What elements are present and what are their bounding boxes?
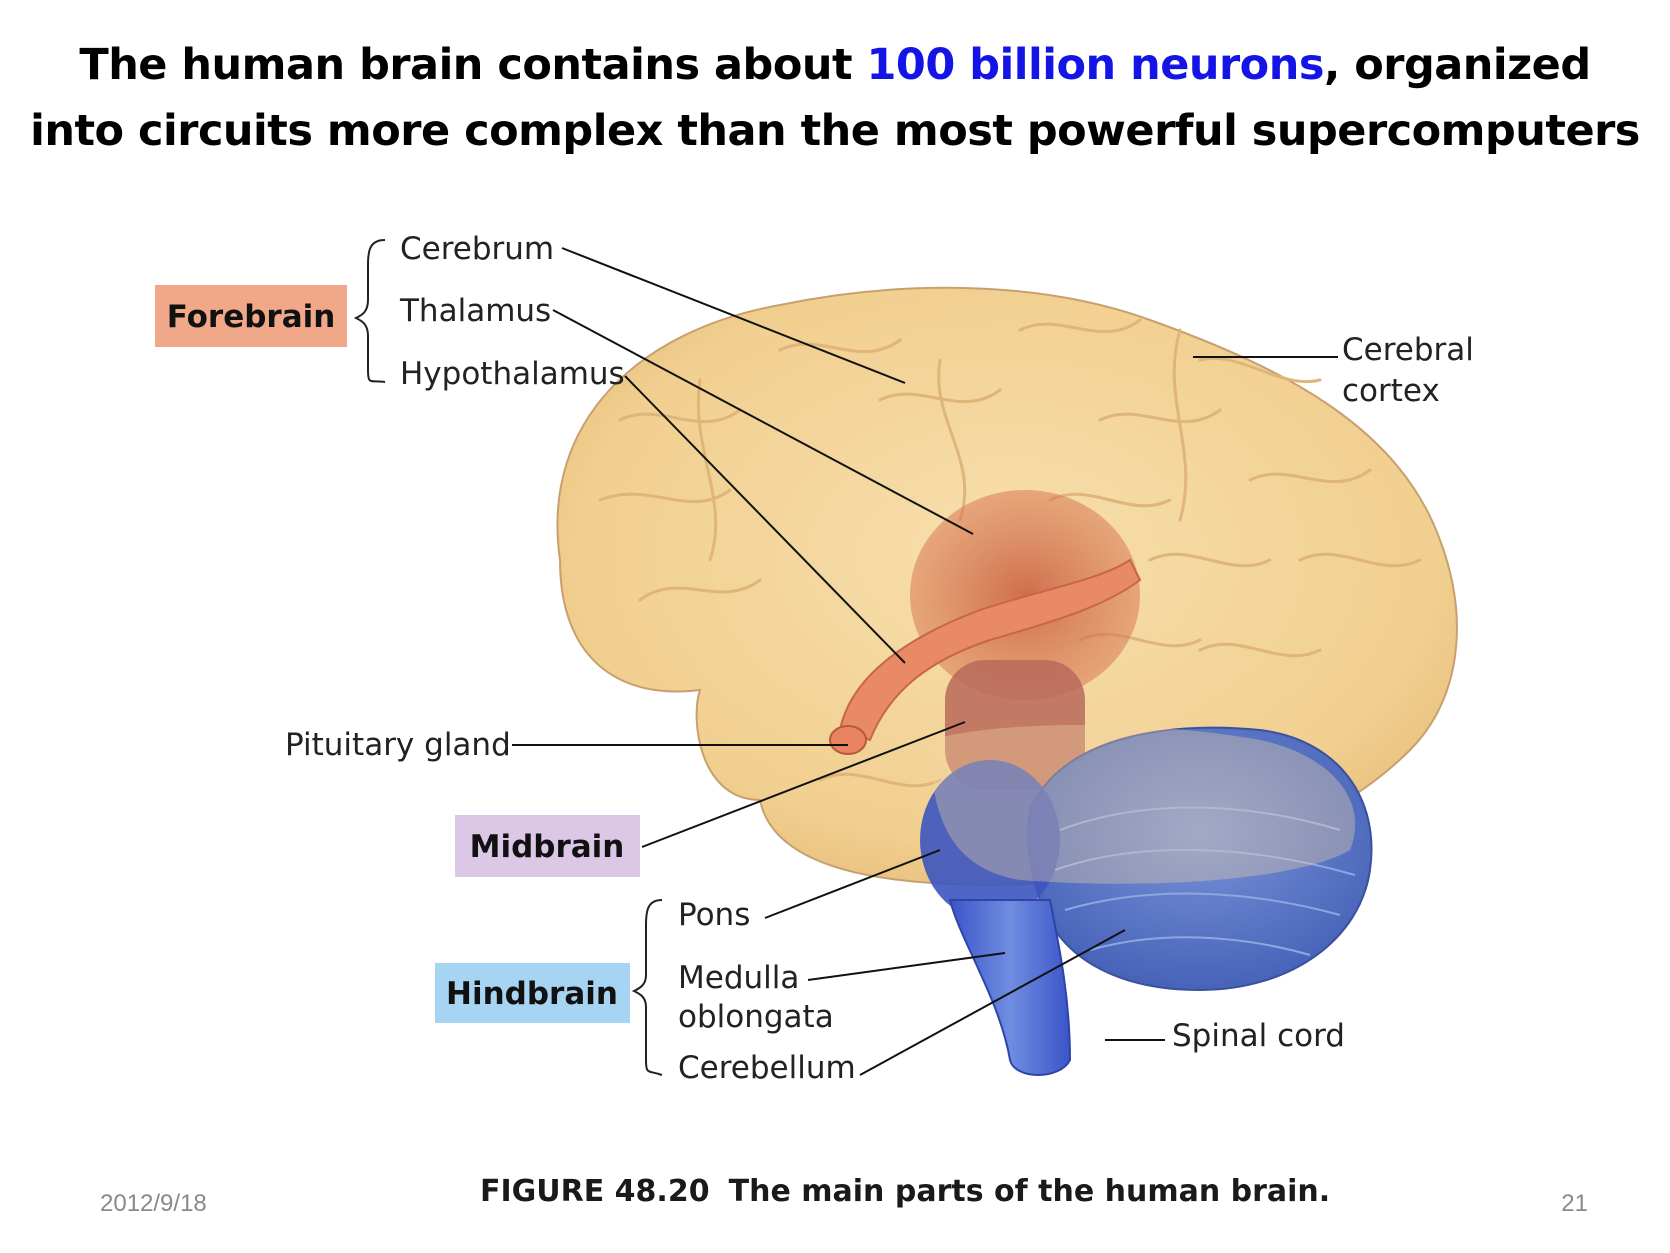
medulla-label-2: oblongata (678, 999, 834, 1035)
midbrain-label: Midbrain (470, 829, 625, 865)
forebrain-brace (353, 239, 386, 383)
forebrain-label: Forebrain (167, 299, 336, 335)
midbrain-box (455, 815, 640, 877)
cerebrum-label: Cerebrum (400, 231, 554, 267)
thalamus-label: Thalamus (399, 293, 551, 329)
footer-date: 2012/9/18 (100, 1190, 207, 1217)
slide-title: The human brain contains about 100 billi… (0, 32, 1670, 164)
title-text-1: The human brain contains about (79, 40, 867, 90)
spinal-cord-shape (948, 899, 1072, 1076)
caption-text: The main parts of the human brain. (728, 1174, 1331, 1209)
hindbrain-box (435, 963, 630, 1023)
pituitary-label: Pituitary gland (285, 727, 511, 763)
figure-caption: FIGURE 48.20 The main parts of the human… (480, 1174, 1330, 1209)
pons-region (920, 760, 1060, 920)
spinal-cord-label: Spinal cord (1172, 1018, 1345, 1054)
title-line-2: into circuits more complex than the most… (30, 106, 1640, 156)
cerebral-cortex-label-1: Cerebral (1342, 332, 1474, 368)
forebrain-box (155, 285, 347, 347)
pons-label: Pons (678, 897, 750, 933)
midbrain-region (945, 660, 1085, 790)
hindbrain-label: Hindbrain (446, 976, 618, 1012)
title-line-1: The human brain contains about 100 billi… (0, 32, 1670, 98)
hypothalamus-label: Hypothalamus (400, 356, 625, 392)
page-number: 21 (1561, 1190, 1588, 1217)
hypothalamus-arc (838, 558, 1142, 742)
title-text-2: , organized (1323, 40, 1591, 90)
pituitary-shape (829, 725, 867, 755)
cerebral-cortex-label-2: cortex (1342, 373, 1440, 409)
leader-lines (512, 247, 1338, 1076)
hindbrain-brace (631, 899, 663, 1076)
cortex-overlay (930, 725, 1356, 884)
title-highlight: 100 billion neurons (866, 40, 1325, 90)
gyri-lines (598, 318, 1422, 788)
caption-number: FIGURE 48.20 (480, 1174, 710, 1209)
cerebellum-label: Cerebellum (678, 1050, 856, 1086)
medulla-label-1: Medulla (678, 960, 799, 996)
cerebellum-folia (1054, 806, 1356, 956)
